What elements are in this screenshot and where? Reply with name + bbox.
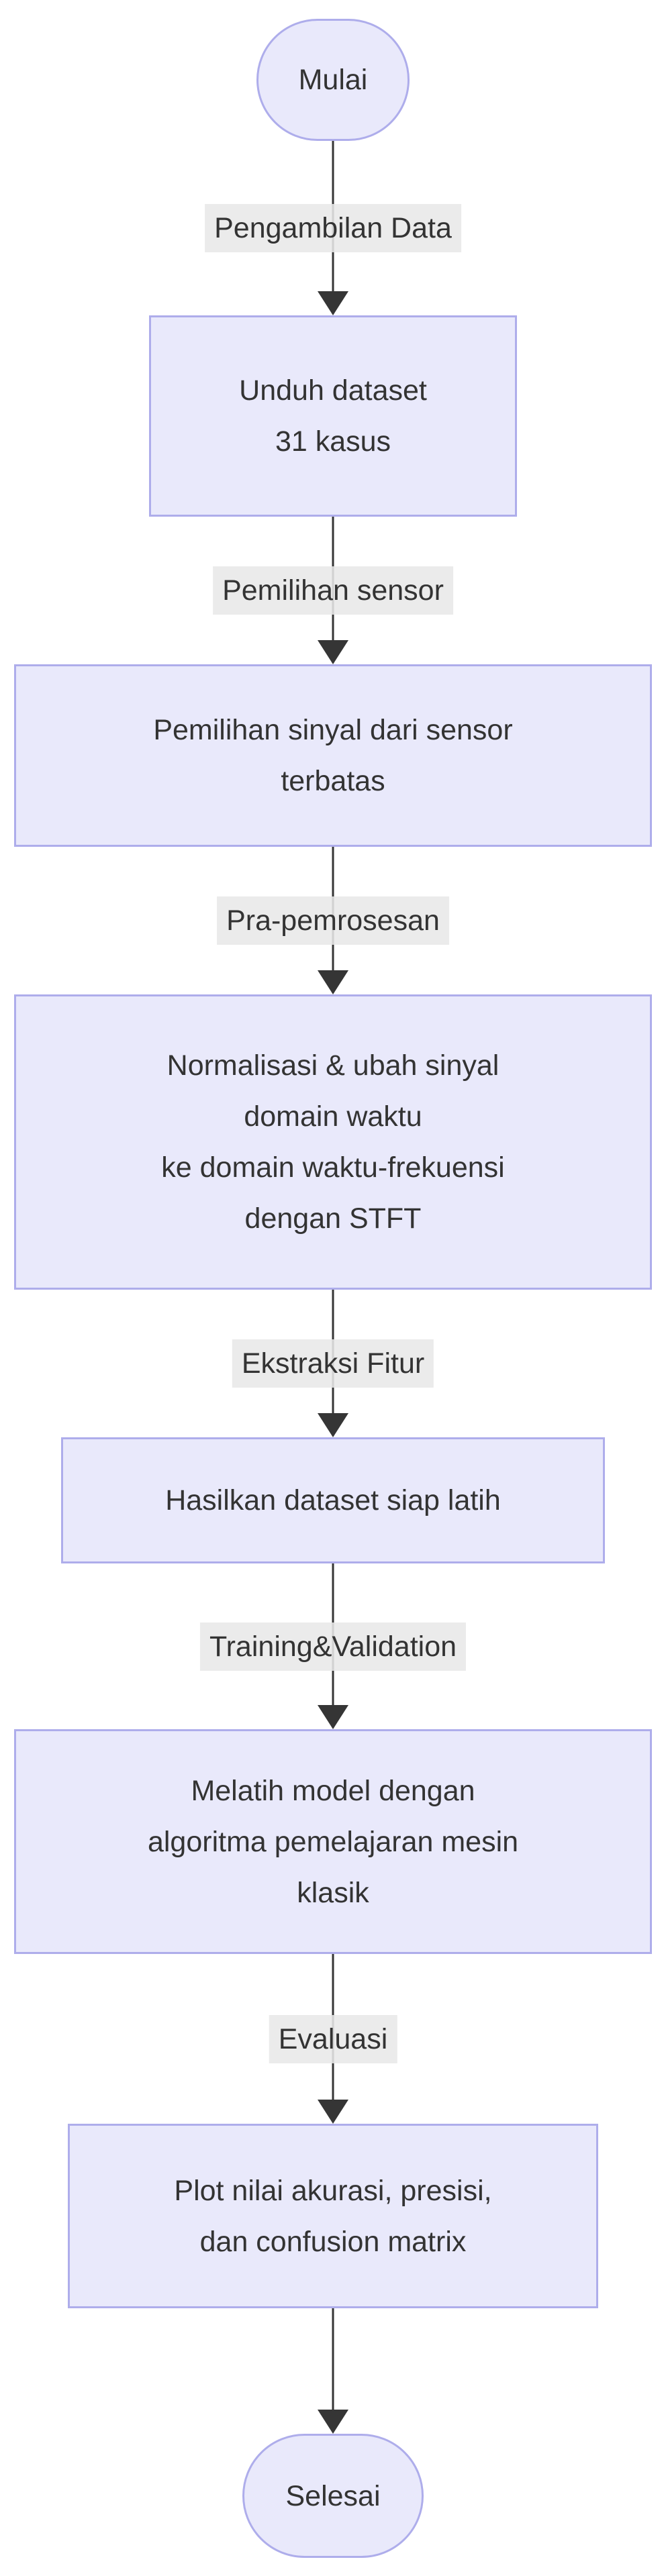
node-label: Hasilkan dataset siap latih bbox=[165, 1484, 501, 1516]
edge-line bbox=[332, 2308, 334, 2432]
connector-train-plot: Evaluasi bbox=[269, 1954, 397, 2124]
node-label: Selesai bbox=[285, 2479, 381, 2512]
node-end: Selesai bbox=[242, 2434, 424, 2558]
node-label: 31 kasus bbox=[275, 425, 391, 458]
edge-label-pemilihan-sensor: Pemilihan sensor bbox=[213, 566, 453, 615]
node-dataset-ready: Hasilkan dataset siap latih bbox=[61, 1437, 605, 1563]
edge-label-evaluasi: Evaluasi bbox=[269, 2014, 397, 2063]
node-label: Pemilihan sinyal dari sensor bbox=[153, 714, 513, 746]
node-label: Mulai bbox=[298, 64, 368, 96]
connector-download-sensor: Pemilihan sensor bbox=[213, 517, 453, 664]
node-start: Mulai bbox=[256, 19, 410, 141]
node-label: Unduh dataset bbox=[239, 374, 427, 407]
node-label: dengan STFT bbox=[244, 1202, 422, 1235]
arrowhead-icon bbox=[318, 970, 348, 994]
connector-preprocess-dataset: Ekstraksi Fitur bbox=[232, 1290, 434, 1437]
node-label: algoritma pemelajaran mesin bbox=[147, 1825, 519, 1858]
arrowhead-icon bbox=[318, 640, 348, 664]
arrowhead-icon bbox=[318, 2100, 348, 2124]
node-label: ke domain waktu-frekuensi bbox=[161, 1151, 505, 1184]
arrowhead-icon bbox=[318, 291, 348, 315]
node-label: Normalisasi & ubah sinyal bbox=[166, 1049, 500, 1082]
node-label: terbatas bbox=[281, 765, 385, 797]
arrowhead-icon bbox=[318, 1413, 348, 1437]
node-download-dataset: Unduh dataset 31 kasus bbox=[149, 315, 517, 517]
arrowhead-icon bbox=[318, 1705, 348, 1729]
arrowhead-icon bbox=[318, 2410, 348, 2434]
node-label: klasik bbox=[297, 1876, 369, 1909]
node-label: domain waktu bbox=[244, 1100, 422, 1133]
connector-sensor-preprocess: Pra-pemrosesan bbox=[217, 847, 449, 994]
connector-dataset-train: Training&Validation bbox=[199, 1563, 467, 1729]
node-train-model: Melatih model dengan algoritma pemelajar… bbox=[14, 1729, 652, 1954]
connector-start-download: Pengambilan Data bbox=[205, 141, 461, 315]
node-label: Plot nilai akurasi, presisi, bbox=[174, 2174, 492, 2207]
node-label: dan confusion matrix bbox=[199, 2225, 467, 2258]
node-label: Melatih model dengan bbox=[191, 1774, 475, 1807]
edge-label-training-validation: Training&Validation bbox=[199, 1622, 467, 1671]
node-plot-results: Plot nilai akurasi, presisi, dan confusi… bbox=[68, 2124, 598, 2308]
connector-plot-end bbox=[316, 2308, 350, 2434]
edge-label-ekstraksi-fitur: Ekstraksi Fitur bbox=[232, 1339, 434, 1388]
node-sensor-selection: Pemilihan sinyal dari sensor terbatas bbox=[14, 664, 652, 847]
edge-label-pengambilan-data: Pengambilan Data bbox=[205, 204, 461, 252]
edge-label-pra-pemrosesan: Pra-pemrosesan bbox=[217, 896, 449, 945]
node-preprocessing: Normalisasi & ubah sinyal domain waktu k… bbox=[14, 994, 652, 1290]
